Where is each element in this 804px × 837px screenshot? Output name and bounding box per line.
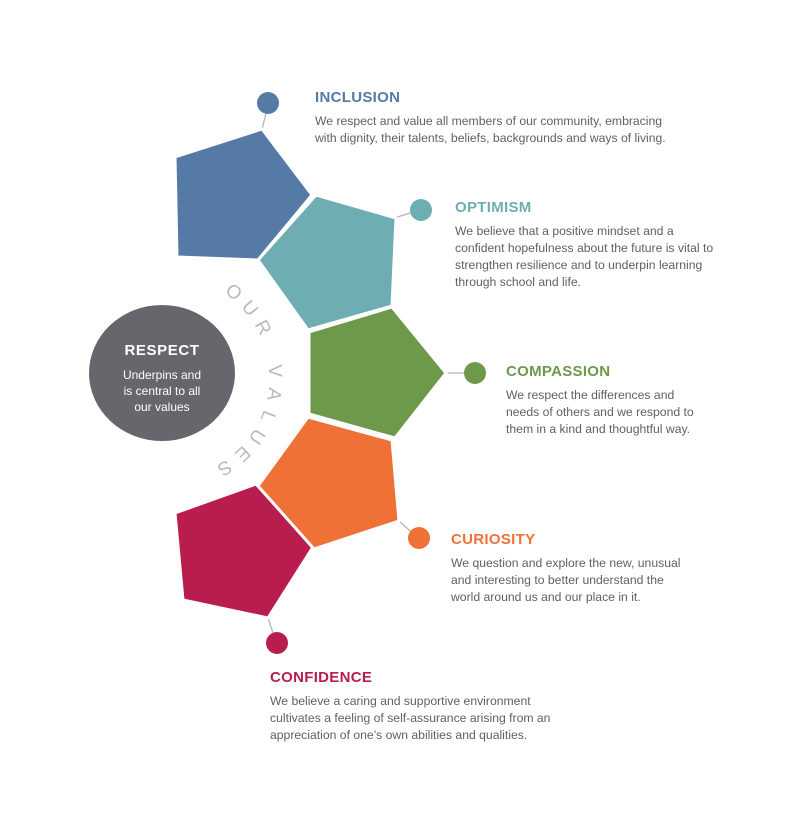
- value-description: We respect the differences and needs of …: [506, 387, 694, 438]
- value-title: CONFIDENCE: [270, 669, 373, 686]
- respect-description: Underpins and is central to all our valu…: [89, 367, 235, 415]
- value-line: appreciation of one’s own abilities and …: [270, 728, 528, 742]
- value-line: with dignity, their talents, beliefs, ba…: [315, 131, 666, 145]
- value-description: We respect and value all members of our …: [315, 113, 666, 147]
- value-title: COMPASSION: [506, 363, 611, 380]
- respect-circle: RESPECT Underpins and is central to all …: [89, 305, 235, 441]
- value-line: them in a kind and thoughtful way.: [506, 422, 691, 436]
- value-curiosity: CURIOSITY We question and explore the ne…: [451, 531, 680, 606]
- value-line: confident hopefulness about the future i…: [455, 241, 714, 255]
- pentagon-confidence: [173, 482, 315, 620]
- arc-letter: V: [263, 364, 286, 379]
- value-line: We believe a caring and supportive envir…: [270, 694, 531, 708]
- respect-line: Underpins and: [122, 368, 202, 382]
- value-confidence: CONFIDENCE We believe a caring and suppo…: [270, 669, 550, 744]
- value-line: strengthen resilience and to underpin le…: [455, 258, 703, 272]
- dot-compassion: [464, 362, 486, 384]
- dot-optimism: [410, 199, 432, 221]
- value-optimism: OPTIMISM We believe that a positive mind…: [455, 199, 713, 291]
- pentagon-inclusion: [173, 127, 314, 262]
- arc-letter: A: [261, 385, 285, 402]
- dot-confidence: [266, 632, 288, 654]
- respect-line: is central to all: [123, 384, 201, 398]
- value-description: We believe a caring and supportive envir…: [270, 693, 550, 744]
- value-line: We respect and value all members of our …: [315, 114, 663, 128]
- value-line: cultivates a feeling of self-assurance a…: [270, 711, 551, 725]
- dot-curiosity: [408, 527, 430, 549]
- value-title: OPTIMISM: [455, 199, 532, 216]
- value-line: We respect the differences and: [506, 388, 675, 402]
- value-compassion: COMPASSION We respect the differences an…: [506, 363, 694, 438]
- value-line: We believe that a positive mindset and a: [455, 224, 674, 238]
- respect-title: RESPECT: [124, 342, 200, 359]
- value-description: We question and explore the new, unusual…: [451, 555, 680, 606]
- value-title: INCLUSION: [315, 89, 401, 106]
- value-inclusion: INCLUSION We respect and value all membe…: [315, 89, 666, 147]
- respect-line: our values: [134, 400, 190, 414]
- pentagon-curiosity: [256, 415, 401, 551]
- value-line: world around us and our place in it.: [451, 590, 641, 604]
- pentagon-optimism: [256, 193, 398, 332]
- dot-inclusion: [257, 92, 279, 114]
- value-line: through school and life.: [455, 275, 582, 289]
- value-line: and interesting to better understand the: [451, 573, 664, 587]
- value-description: We believe that a positive mindset and a…: [455, 223, 713, 291]
- pentagon-compassion: [307, 305, 448, 440]
- value-line: needs of others and we respond to: [506, 405, 694, 419]
- value-line: We question and explore the new, unusual: [451, 556, 681, 570]
- value-title: CURIOSITY: [451, 531, 536, 548]
